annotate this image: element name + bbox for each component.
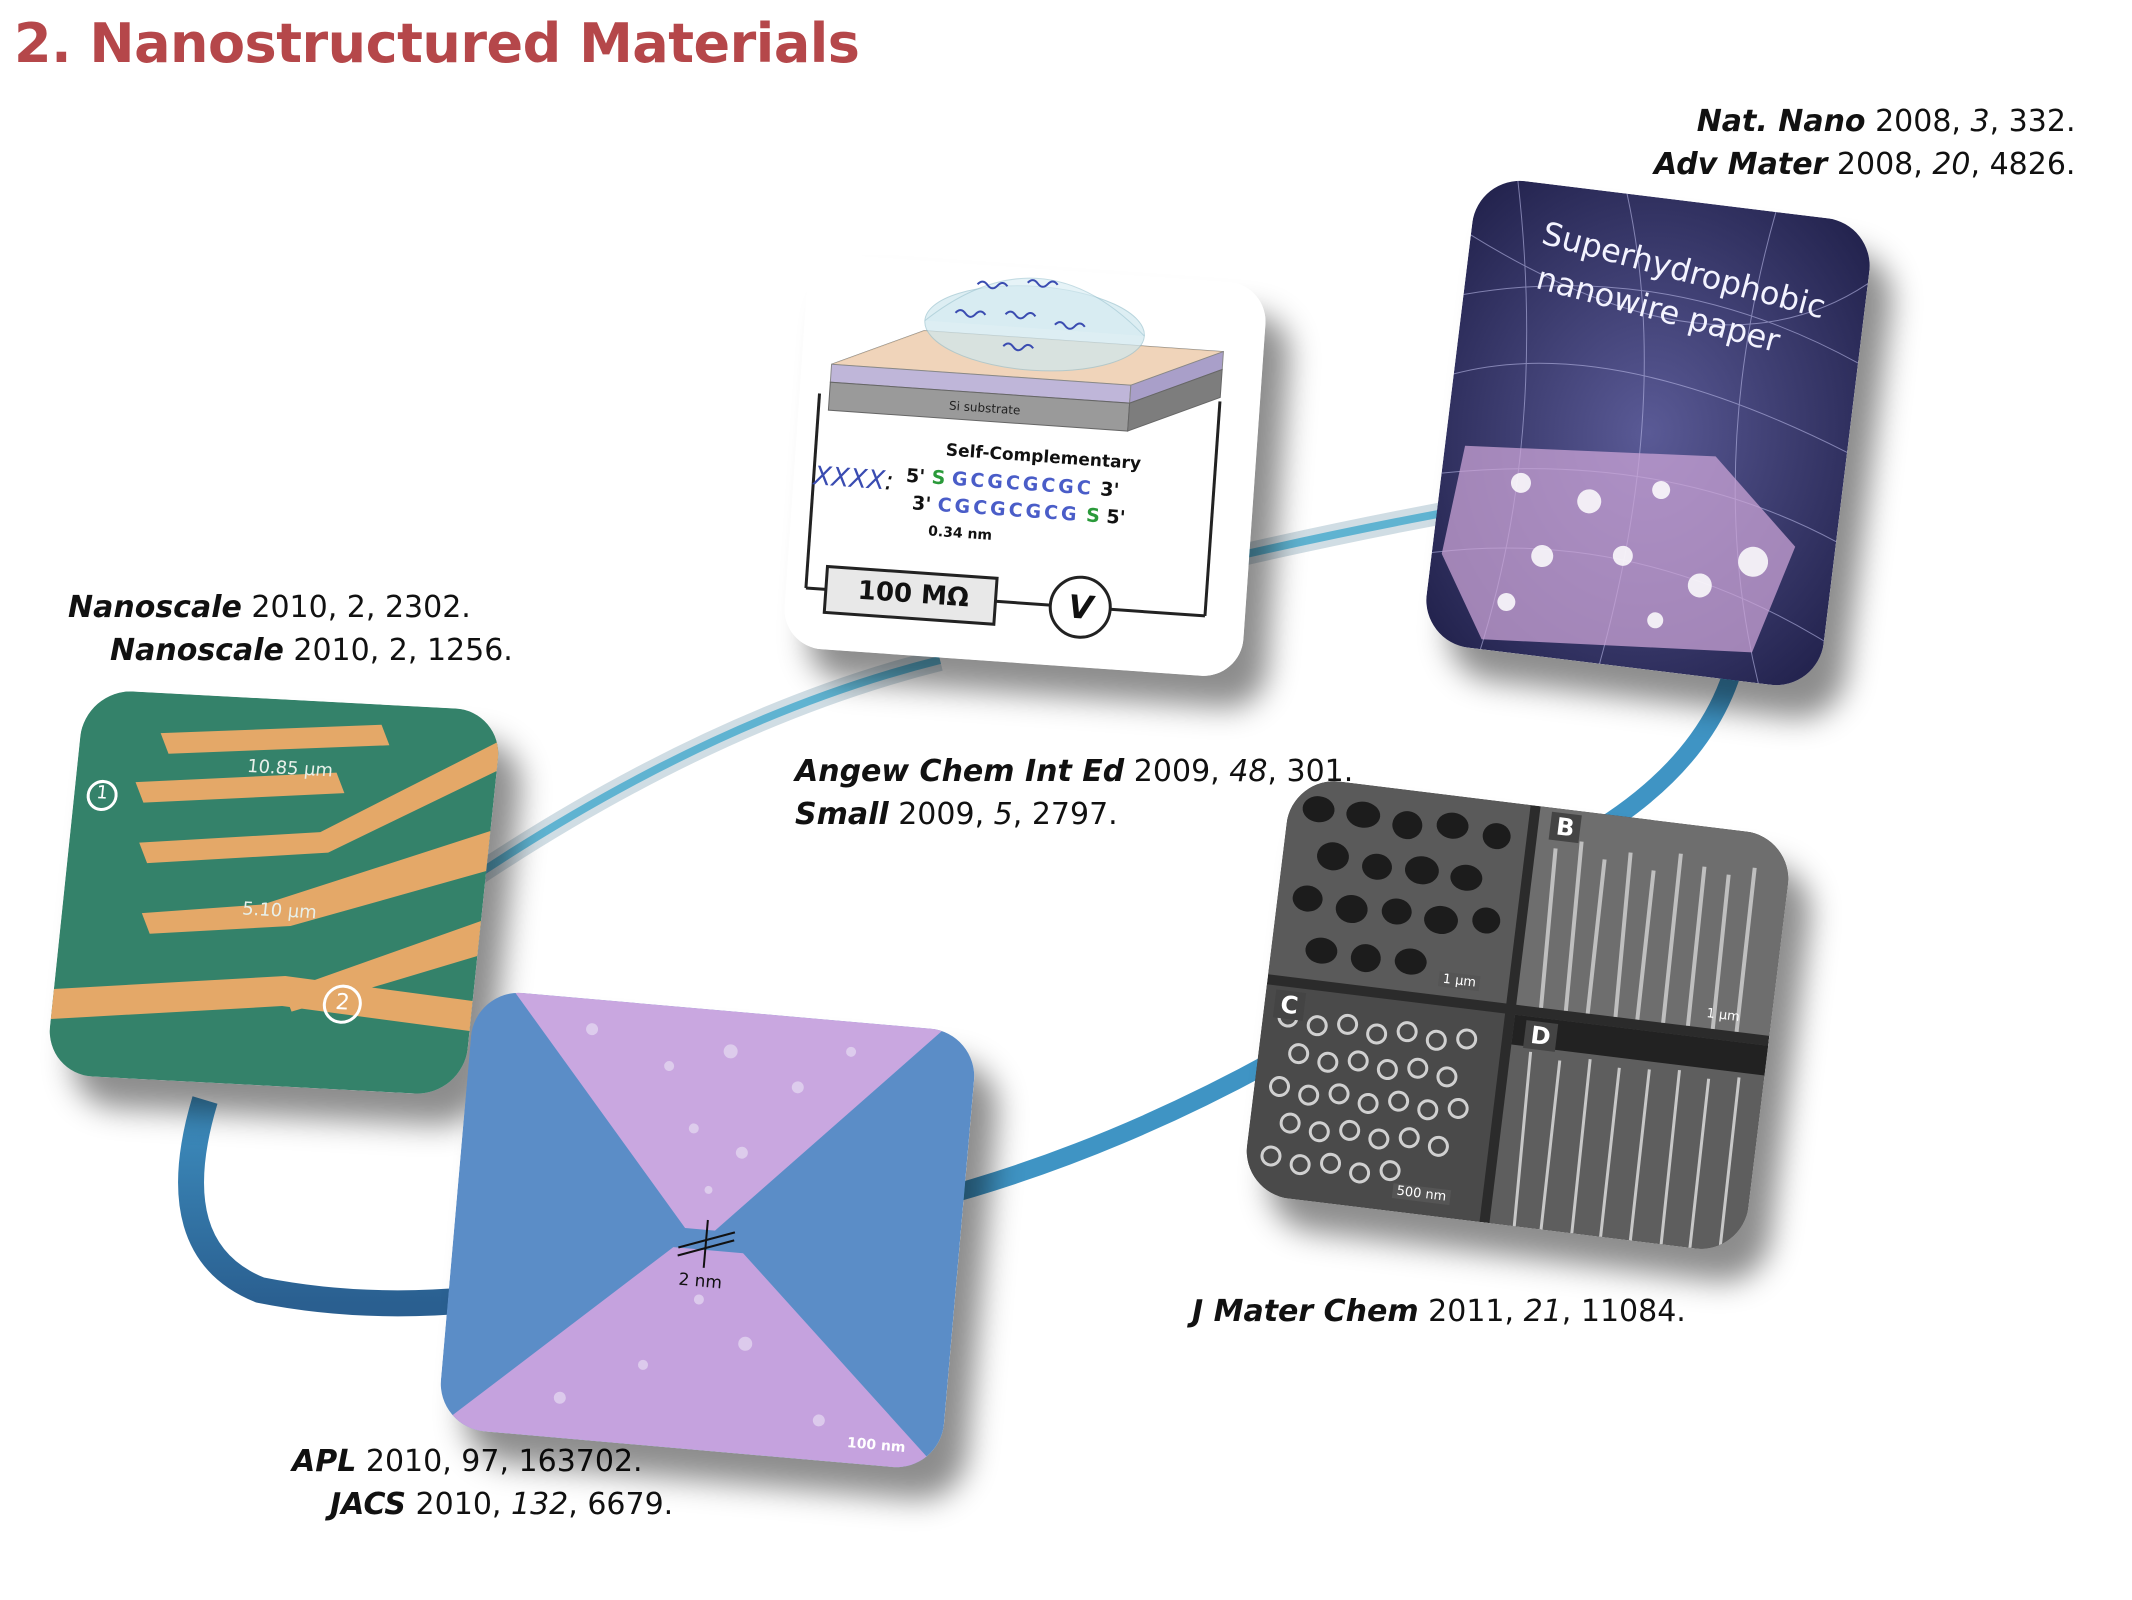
gap-width-label: 2 nm (677, 1269, 723, 1294)
panel-b-label: B (1548, 811, 1583, 844)
nanowire-sem-card: B C D 1 μm 1 μm 500 nm (1241, 775, 1794, 1255)
reference-top-right: Nat. Nano 2008, 3, 332. Adv Mater 2008, … (1654, 104, 2076, 182)
nanogap-micrograph-card: 2 nm 100 nm (436, 988, 979, 1472)
panel-c-label: C (1272, 989, 1306, 1021)
panel-d-label: D (1523, 1020, 1559, 1052)
reference-bottom-right: J Mater Chem 2011, 21, 11084. (1192, 1294, 1686, 1329)
electrode-marker-2: 2 (334, 989, 351, 1016)
reference-left: Nanoscale 2010, 2, 2302. Nanoscale 2010,… (68, 590, 513, 668)
reference-bottom-left: APL 2010, 97, 163702. JACS 2010, 132, 66… (292, 1444, 674, 1522)
spacing-label-middle: 5.10 μm (241, 898, 318, 924)
reference-middle: Angew Chem Int Ed 2009, 48, 301. Small 2… (795, 754, 1354, 832)
dna-helix-icon: XXXX: (812, 461, 895, 497)
superhydrophobic-paper-card: Superhydrophobic nanowire paper (1420, 175, 1876, 691)
electrode-micrograph-card: 1 2 10.85 μm 5.10 μm (45, 688, 503, 1097)
voltmeter-label: V (1066, 587, 1095, 628)
electrode-marker-1: 1 (95, 782, 109, 804)
dna-sensor-schematic-card: Si substrate Self-Complementary XXXX: 5'… (781, 252, 1269, 679)
page-title: 2. Nanostructured Materials (14, 12, 860, 75)
spacing-label-top: 10.85 μm (246, 755, 335, 782)
